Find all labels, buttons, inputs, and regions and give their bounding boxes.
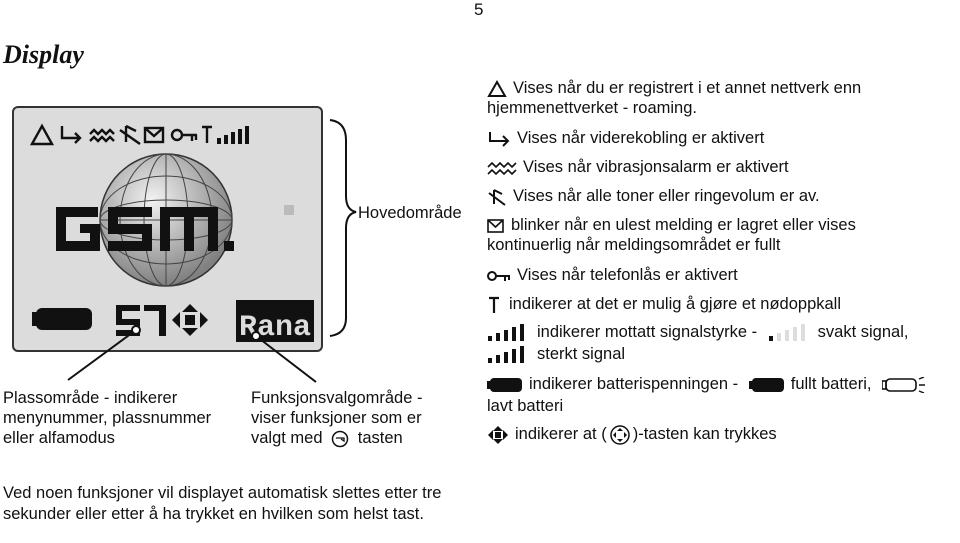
silent-icon (488, 188, 506, 206)
signal-strong-icon (488, 345, 524, 363)
key-icon (487, 270, 510, 281)
legend-signal-line2: sterkt signal (487, 344, 625, 364)
legend-battery: indikerer batterispenningen - fullt batt… (487, 374, 932, 394)
location-area-callout: Plassområde - indikerer menynummer, plas… (3, 388, 211, 448)
status-icons-row (29, 123, 249, 146)
legend-vibration: Vises når vibrasjonsalarm er aktivert (487, 157, 789, 177)
function-area-line: Funksjonsvalgområde - (251, 389, 423, 407)
page-heading: Display (3, 40, 84, 69)
location-area-line: menynummer, plassnummer (3, 409, 212, 427)
legend-signal: indikerer mottatt signalstyrke - svakt s… (487, 322, 908, 342)
navigation-arrows-icon (172, 304, 208, 336)
signal-strong-icon (488, 323, 524, 341)
signal-icon (217, 126, 249, 144)
legend-battery-line2: lavt batteri (487, 397, 564, 415)
key-icon (170, 128, 198, 142)
function-label-text: Rana (239, 311, 311, 345)
legend-phonelock: Vises når telefonlås er aktivert (487, 265, 738, 285)
bottom-note: Ved noen funksjoner vil displayet automa… (3, 484, 442, 523)
forwarding-icon (60, 126, 82, 144)
function-area-line: viser funksjoner som er (251, 409, 422, 427)
main-area-label: Hovedområde (358, 204, 462, 222)
legend-message: blinker når en ulest melding er lagret e… (487, 215, 856, 235)
battery-low-icon (882, 376, 926, 393)
antenna-icon (202, 125, 212, 143)
legend-emergency: indikerer at det er mulig å gjøre et nød… (487, 294, 841, 314)
select-key-icon (331, 430, 349, 447)
legend-roaming: Vises når du er registrert i et annet ne… (487, 78, 861, 98)
battery-icon (32, 308, 92, 330)
envelope-icon (143, 126, 165, 144)
battery-full-icon (748, 377, 784, 392)
gsm-logo (56, 205, 294, 251)
legend-roaming-line2: hjemmenettverket - roaming. (487, 99, 697, 117)
function-label-box (236, 300, 314, 342)
navigation-key-icon (609, 424, 630, 445)
function-area-line: valgt med (251, 429, 323, 447)
page-number: 5 (474, 0, 484, 19)
location-area-line: eller alfamodus (3, 429, 115, 447)
vibration-icon (89, 128, 115, 143)
vibration-icon (487, 161, 517, 175)
location-area-line: Plassområde - indikerer (3, 389, 178, 407)
legend-forwarding: Vises når viderekobling er aktivert (487, 128, 764, 148)
legend-message-line2: kontinuerlig når meldingsområdet er full… (487, 236, 781, 254)
function-area-line: tasten (357, 429, 403, 447)
function-area-callout: Funksjonsvalgområde - viser funksjoner s… (251, 388, 423, 448)
roaming-icon (487, 79, 507, 97)
phone-display-illustration: Rana (12, 106, 323, 352)
legend-navkey: indikerer at ()-tasten kan trykkes (487, 424, 777, 445)
silent-icon (119, 124, 141, 145)
forwarding-icon (489, 131, 510, 147)
roaming-icon (29, 123, 55, 146)
legend-silent: Vises når alle toner eller ringevolum er… (487, 186, 820, 206)
antenna-icon (489, 296, 499, 313)
signal-weak-icon (768, 323, 805, 341)
navigation-arrows-icon (488, 425, 508, 444)
battery-full-icon (487, 377, 522, 392)
envelope-icon (487, 218, 504, 233)
